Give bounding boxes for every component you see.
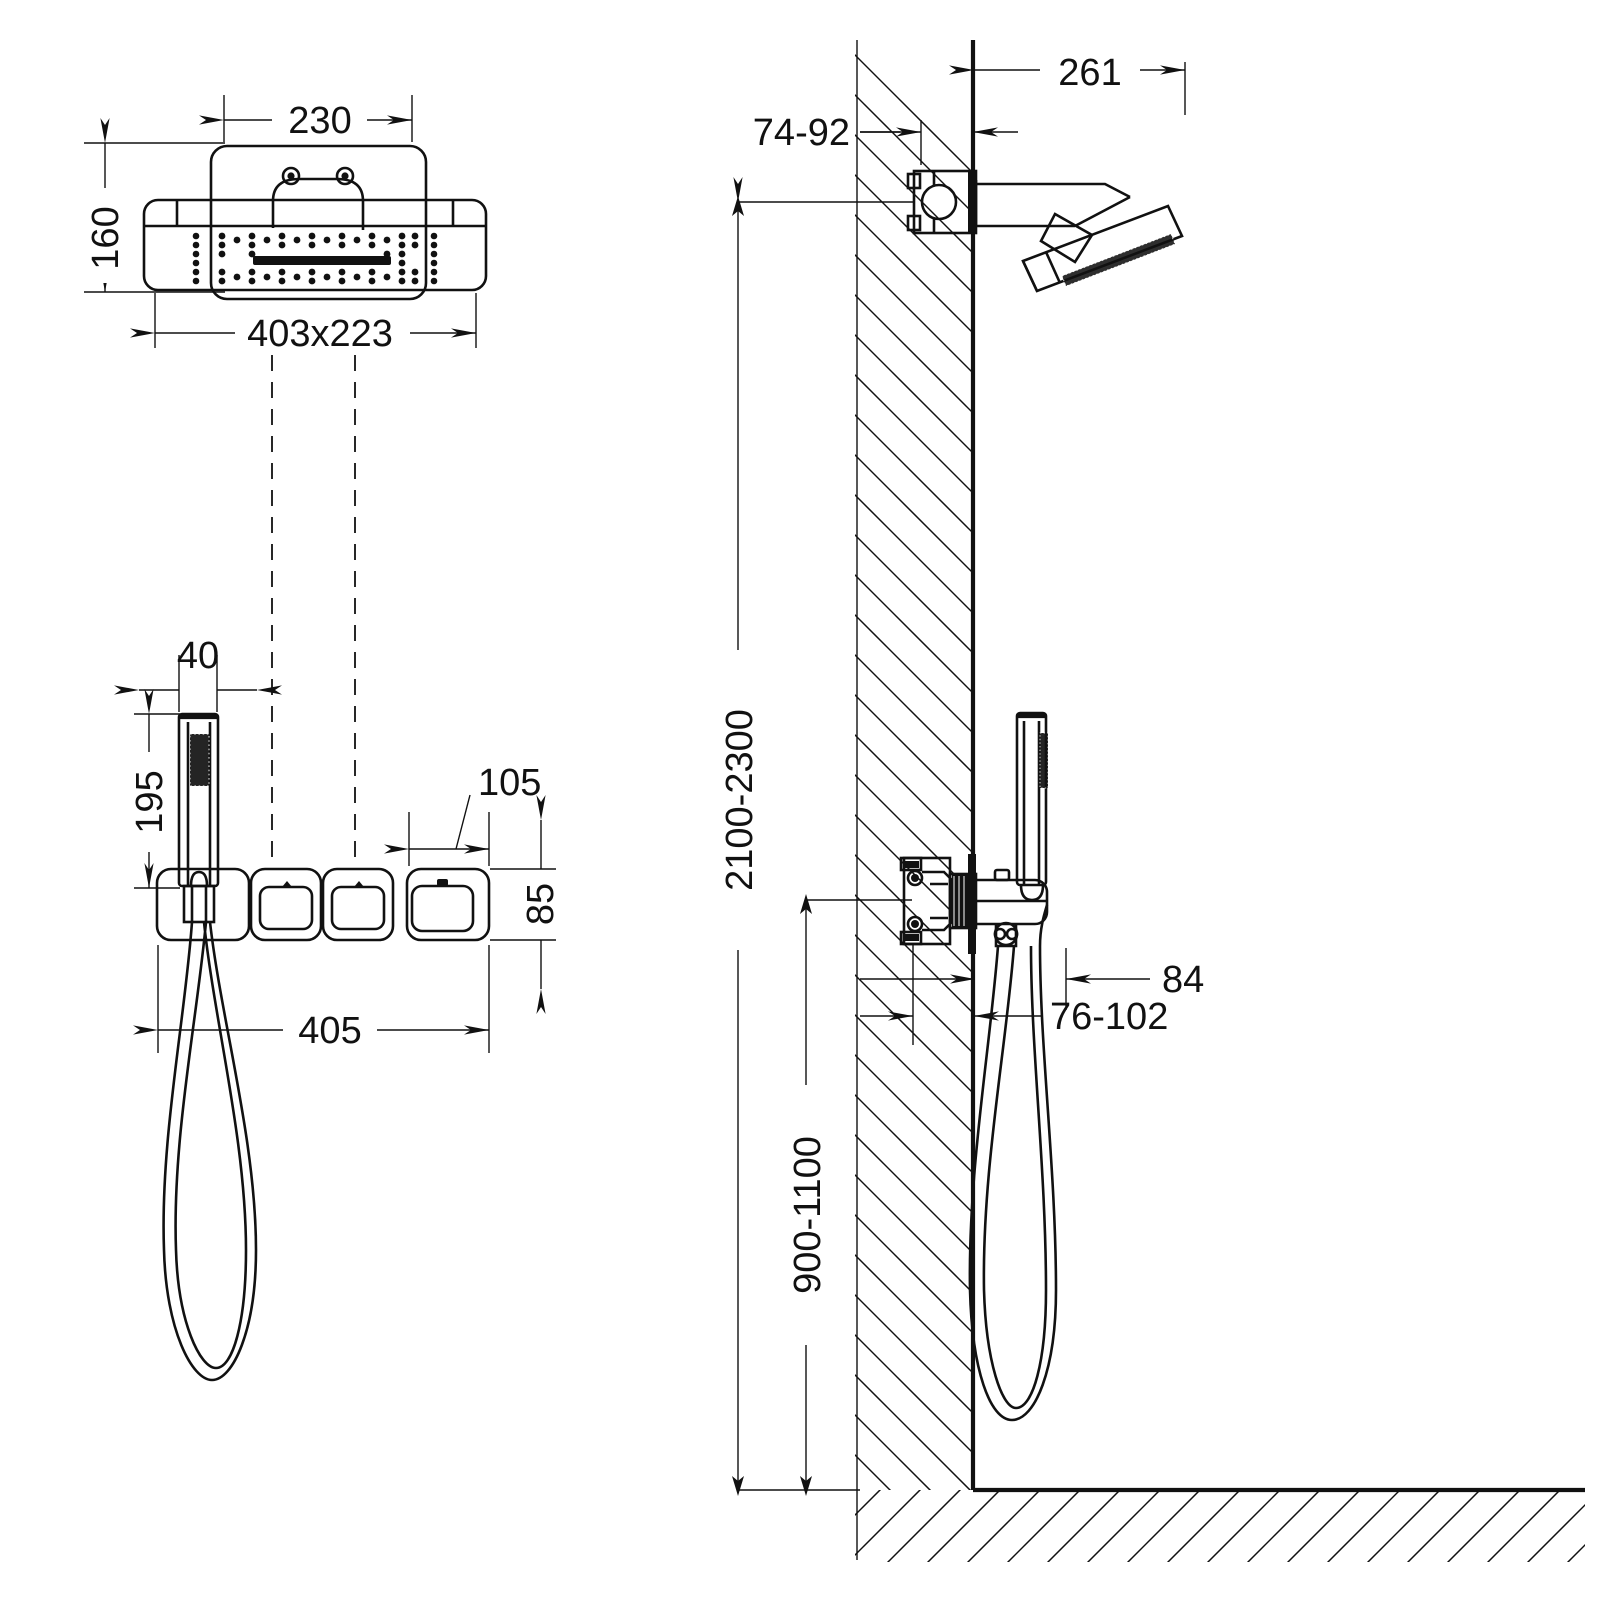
dim-261: 261	[949, 48, 1186, 115]
dim-76-102: 76-102	[860, 944, 1168, 1045]
wall-hatch	[855, 53, 975, 1490]
dim-85: 85	[490, 795, 562, 1014]
dim-label-105: 105	[478, 762, 541, 804]
dim-label-2100-2300: 2100-2300	[719, 709, 761, 891]
dim-label-900-1100: 900-1100	[787, 1136, 829, 1294]
dim-label-160: 160	[85, 206, 127, 269]
view-control-panel: 40 195	[114, 635, 562, 1382]
dim-label-85: 85	[520, 883, 562, 925]
dim-label-76-102: 76-102	[1050, 996, 1168, 1038]
view-overhead-shower-head: 230 160	[84, 95, 488, 862]
handset-shower-angled	[1021, 204, 1184, 293]
mixer-valve-body	[899, 854, 978, 954]
wall-outlet-spout	[976, 182, 1131, 264]
dim-2100-2300: 2100-2300	[716, 177, 915, 1496]
dim-900-1100: 900-1100	[784, 894, 912, 1496]
control-plate-diverter-2[interactable]	[321, 867, 395, 942]
dim-230: 230	[199, 95, 413, 142]
dim-label-74-92: 74-92	[753, 112, 850, 154]
fixing-screw-left	[281, 166, 301, 186]
dim-label-84: 84	[1162, 959, 1204, 1001]
control-plate-diverter-1[interactable]	[249, 867, 323, 942]
waterfall-slot	[253, 256, 391, 265]
shower-hose-section	[968, 904, 1058, 1422]
dim-label-405: 405	[298, 1010, 361, 1052]
handset-shower	[177, 712, 220, 924]
dim-84: 84	[860, 948, 1204, 1010]
dim-label-403x223: 403x223	[247, 313, 393, 355]
dim-74-92: 74-92	[753, 112, 1018, 165]
handset-shower-vertical	[1015, 711, 1049, 902]
dim-403x223: 403x223	[130, 293, 477, 356]
dim-label-40: 40	[177, 635, 219, 677]
dim-160: 160	[84, 118, 225, 293]
dim-105: 105	[384, 762, 541, 866]
dim-label-261: 261	[1058, 52, 1121, 94]
wall-bracket-plate	[209, 144, 428, 301]
dim-40: 40	[114, 635, 282, 712]
dim-195: 195	[129, 689, 180, 889]
shower-hose	[162, 921, 258, 1382]
dim-label-195: 195	[129, 770, 171, 833]
fixing-screw-right	[335, 166, 355, 186]
mixer-handle-assembly	[976, 868, 1049, 948]
control-plate-thermostat[interactable]	[405, 867, 491, 942]
nozzle-field	[192, 232, 438, 285]
dim-405: 405	[133, 945, 490, 1053]
shower-head-body	[142, 198, 488, 292]
dim-label-230: 230	[288, 100, 351, 142]
